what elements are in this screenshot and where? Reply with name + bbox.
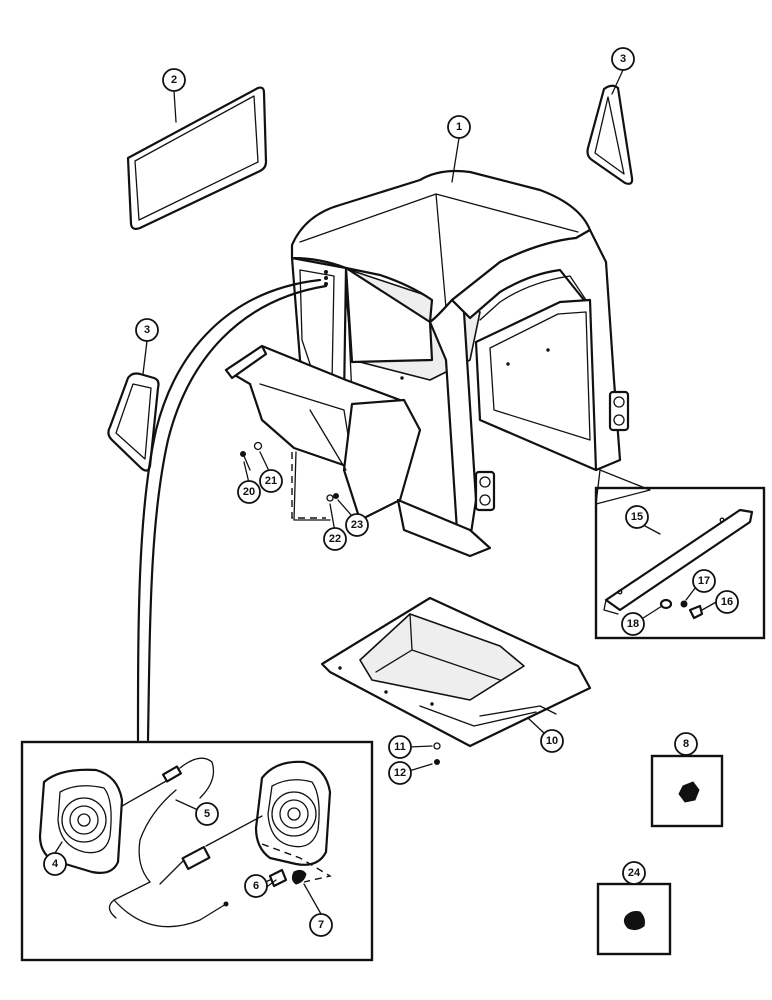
part-8-inset[interactable] bbox=[650, 754, 724, 828]
hardware-11-12[interactable] bbox=[433, 742, 441, 765]
callout-22-label: 22 bbox=[329, 533, 341, 545]
callout-5: 5 bbox=[195, 802, 219, 826]
callout-15: 15 bbox=[625, 505, 649, 529]
part-4-work-lamp-right[interactable] bbox=[254, 760, 332, 866]
inset-lights-4-7[interactable] bbox=[20, 740, 374, 962]
part-4-work-lamp[interactable] bbox=[38, 768, 124, 874]
callout-3-label: 3 bbox=[620, 53, 626, 65]
callout-5-label: 5 bbox=[204, 808, 210, 820]
callout-22: 22 bbox=[323, 527, 347, 551]
part-5-wiring-harness[interactable] bbox=[108, 757, 263, 928]
callout-16: 16 bbox=[715, 590, 739, 614]
callout-12-label: 12 bbox=[394, 767, 406, 779]
callout-8: 8 bbox=[674, 732, 698, 756]
part-3-quarter-window-seal-right[interactable] bbox=[586, 84, 634, 185]
callout-4: 4 bbox=[43, 852, 67, 876]
part-24-inset[interactable] bbox=[596, 882, 672, 956]
callout-2-label: 2 bbox=[171, 74, 177, 86]
callout-17: 17 bbox=[692, 569, 716, 593]
callout-24: 24 bbox=[622, 861, 646, 885]
callout-3-left-label: 3 bbox=[144, 324, 150, 336]
hardware-20-23[interactable] bbox=[240, 441, 339, 521]
callout-6: 6 bbox=[244, 874, 268, 898]
callout-17-label: 17 bbox=[698, 575, 710, 587]
callout-23-label: 23 bbox=[351, 519, 363, 531]
callout-1-label: 1 bbox=[456, 121, 462, 133]
callout-16-label: 16 bbox=[721, 596, 733, 608]
callout-21: 21 bbox=[259, 469, 283, 493]
part-10-floor-mat[interactable] bbox=[320, 596, 592, 748]
callout-10-label: 10 bbox=[546, 735, 558, 747]
callout-2: 2 bbox=[162, 68, 186, 92]
callout-24-label: 24 bbox=[628, 867, 641, 879]
callout-23: 23 bbox=[345, 513, 369, 537]
callout-4-label: 4 bbox=[52, 858, 59, 870]
callout-7: 7 bbox=[309, 913, 333, 937]
callout-11-label: 11 bbox=[394, 741, 406, 753]
callout-20: 20 bbox=[237, 480, 261, 504]
callout-12: 12 bbox=[388, 761, 412, 785]
callout-11: 11 bbox=[388, 735, 412, 759]
callout-3: 3 bbox=[611, 47, 635, 71]
inset-bracket-15-18[interactable] bbox=[594, 469, 766, 640]
callout-21-label: 21 bbox=[265, 475, 277, 487]
callout-20-label: 20 bbox=[243, 486, 255, 498]
callout-18: 18 bbox=[621, 612, 645, 636]
callout-15-label: 15 bbox=[631, 511, 643, 523]
callout-8-label: 8 bbox=[683, 738, 689, 750]
wiring-harness-route bbox=[136, 278, 328, 742]
part-1-cab-shell[interactable] bbox=[224, 169, 630, 558]
callout-3-left: 3 bbox=[135, 318, 159, 342]
hardware-6-7[interactable] bbox=[261, 843, 332, 888]
callout-6-label: 6 bbox=[253, 880, 259, 892]
callout-18-label: 18 bbox=[627, 618, 639, 630]
callout-7-label: 7 bbox=[318, 919, 324, 931]
callout-10: 10 bbox=[540, 729, 564, 753]
part-2-rear-window-seal[interactable] bbox=[126, 86, 268, 230]
callout-1: 1 bbox=[447, 115, 471, 139]
